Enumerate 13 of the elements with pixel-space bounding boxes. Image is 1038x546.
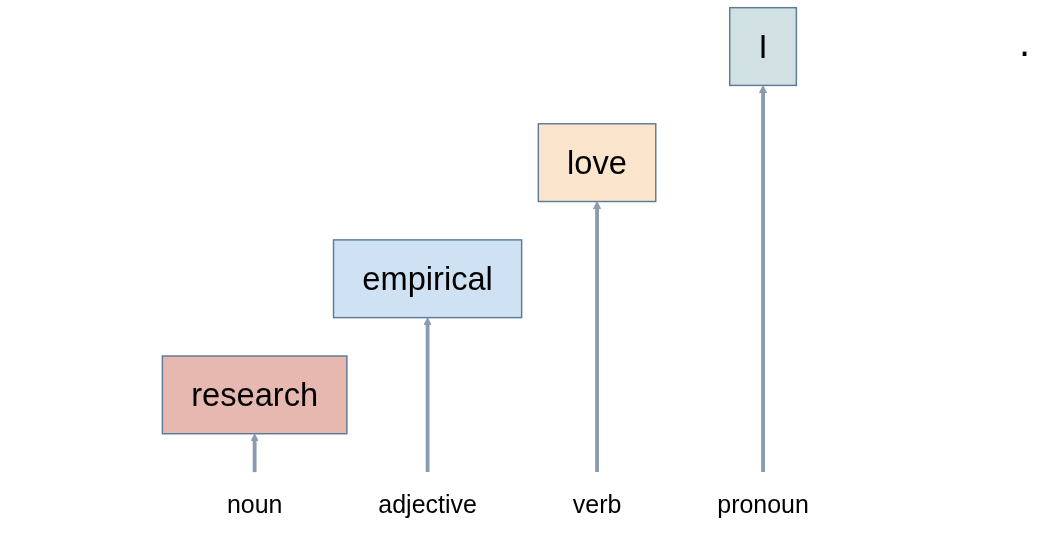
arrow [250,433,259,473]
node-box: I [729,6,798,87]
node-text: verb [572,490,622,520]
arrow [592,201,602,473]
node-text: adjective [378,490,477,520]
node-box: empirical [332,239,523,319]
node-text: noun [226,490,283,520]
node-text: pronoun [717,490,809,520]
node-box: research [161,355,348,435]
arrow [758,85,768,473]
punctuation-text: . [1018,20,1030,64]
arrow [423,317,432,473]
node-box: love [537,123,657,203]
